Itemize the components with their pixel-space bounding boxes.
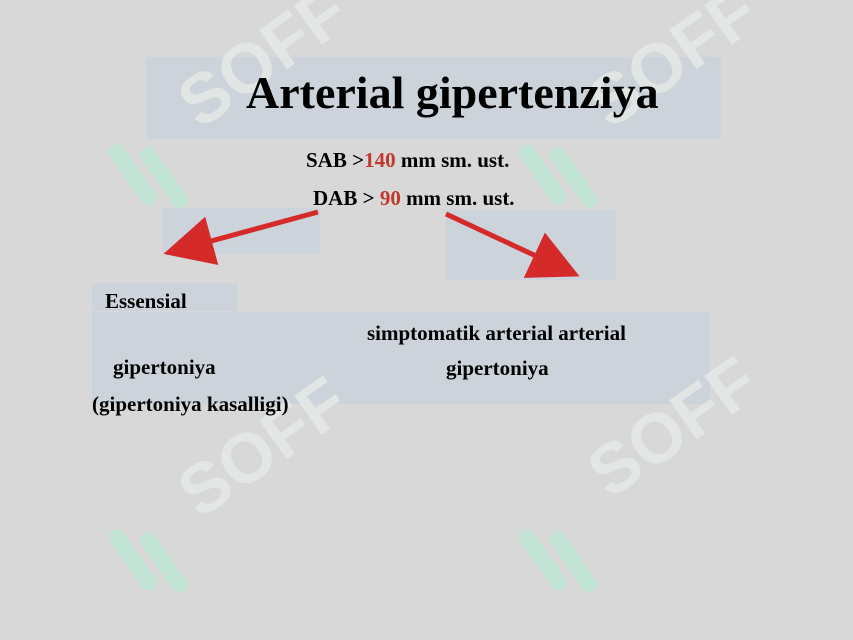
dab-prefix: DAB >	[313, 186, 380, 210]
arrow-left	[163, 209, 319, 265]
sab-criterion: SAB >140 mm sm. ust.	[306, 148, 509, 173]
left-branch-line3: (gipertoniya kasalligi)	[92, 392, 289, 416]
page-title: Arterial gipertenziya	[246, 67, 659, 118]
dab-value: 90	[379, 186, 401, 210]
left-branch-line2: gipertoniya	[113, 355, 216, 379]
content-band	[92, 312, 710, 404]
right-branch-line1: simptomatik arterial arterial	[367, 321, 626, 345]
title-band	[146, 57, 721, 139]
right-branch-line2: gipertoniya	[446, 356, 549, 380]
left-branch-line1: Essensial	[105, 289, 187, 313]
dab-unit: mm sm. ust.	[400, 186, 515, 210]
arrow-right	[444, 211, 580, 278]
sab-value: 140	[364, 148, 396, 172]
decorative-band	[92, 283, 237, 311]
dab-criterion: DAB > 90 mm sm. ust.	[313, 186, 515, 211]
sab-prefix: SAB >	[306, 148, 365, 172]
sab-unit: mm sm. ust.	[395, 148, 510, 172]
